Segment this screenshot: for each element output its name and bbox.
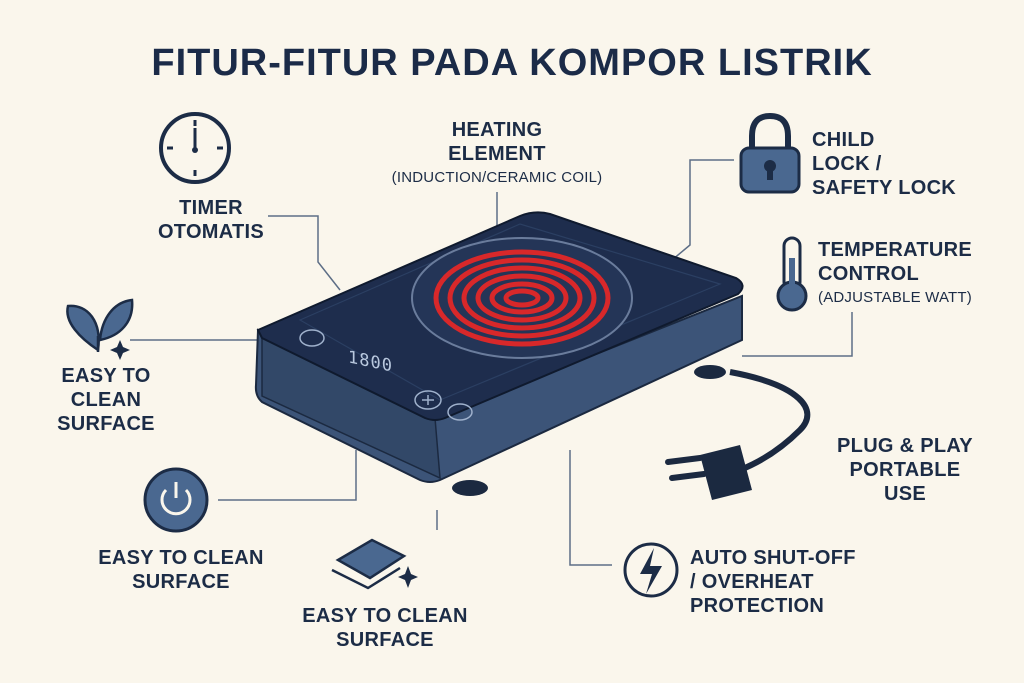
heating-line1: HEATING [451, 119, 543, 141]
power-button [447, 403, 473, 421]
easy-clean-cloth-line2: SURFACE [336, 629, 434, 651]
plus-button [414, 390, 442, 410]
child-lock-line2: LOCK / [812, 153, 882, 175]
padlock-icon [739, 112, 801, 194]
thermometer-icon [776, 236, 808, 312]
connector-temperature [742, 312, 853, 357]
easy-clean-leaf-line2: CLEAN [70, 389, 142, 411]
easy-clean-leaf-line3: SURFACE [57, 413, 155, 435]
heating-coil [433, 249, 611, 347]
easy-clean-power-line1: EASY TO CLEAN [98, 547, 264, 569]
power-cable [729, 369, 811, 473]
power-button-icon [143, 467, 209, 533]
connector-power [218, 450, 357, 501]
timer-line1: TIMER [179, 197, 243, 219]
plug-line3: USE [883, 483, 927, 505]
label-timer: TIMER OTOMATIS [150, 196, 272, 244]
connector-shutoff [569, 450, 612, 566]
label-auto-shutoff: AUTO SHUT-OFF / OVERHEAT PROTECTION [690, 546, 890, 618]
timer-line2: OTOMATIS [157, 221, 265, 243]
connector-timer [268, 215, 341, 291]
plug-line2: PORTABLE [849, 459, 961, 481]
easy-clean-power-line2: SURFACE [132, 571, 230, 593]
child-lock-line1: CHILD [812, 129, 875, 151]
cloth-icon [331, 538, 418, 590]
label-easy-clean-leaf: EASY TO CLEAN SURFACE [44, 364, 168, 436]
cooktop-foot [452, 480, 488, 496]
temperature-sub: (ADJUSTABLE WATT) [818, 289, 972, 306]
mode-button [299, 329, 325, 347]
easy-clean-leaf-line1: EASY TO [61, 365, 151, 387]
cooktop-foot [694, 365, 726, 379]
temperature-line2: CONTROL [818, 263, 919, 285]
heating-line2: ELEMENT [448, 143, 546, 165]
clock-icon [159, 112, 231, 184]
power-plug [665, 445, 752, 500]
label-easy-clean-power: EASY TO CLEAN SURFACE [86, 546, 276, 594]
label-child-lock: CHILD LOCK / SAFETY LOCK [812, 128, 972, 200]
shutoff-line1: AUTO SHUT-OFF [690, 547, 856, 569]
child-lock-line3: SAFETY LOCK [812, 177, 957, 199]
label-easy-clean-cloth: EASY TO CLEAN SURFACE [290, 604, 480, 652]
lightning-icon [623, 542, 679, 598]
leaf-icon [66, 298, 134, 360]
shutoff-line3: PROTECTION [690, 595, 825, 617]
temperature-line1: TEMPERATURE [818, 239, 973, 261]
shutoff-line2: / OVERHEAT [690, 571, 814, 593]
coil-zone [411, 237, 633, 359]
label-plug-and-play: PLUG & PLAY PORTABLE USE [830, 434, 980, 506]
plug-line1: PLUG & PLAY [837, 435, 973, 457]
easy-clean-cloth-line1: EASY TO CLEAN [302, 605, 468, 627]
label-heating-element: HEATING ELEMENT (INDUCTION/CERAMIC COIL) [380, 118, 614, 190]
connector-child-lock [671, 159, 734, 261]
heating-sub: (INDUCTION/CERAMIC COIL) [391, 169, 603, 186]
page-title: FITUR-FITUR PADA KOMPOR LISTRIK [151, 42, 873, 84]
label-temperature-control: TEMPERATURE CONTROL (ADJUSTABLE WATT) [818, 238, 1018, 310]
